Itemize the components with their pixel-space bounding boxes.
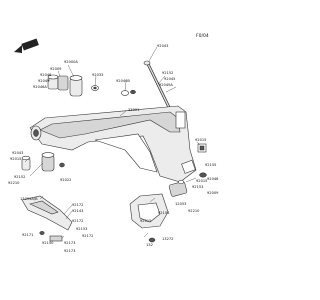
part-label: 92022	[60, 178, 71, 182]
part-label: 92153	[192, 185, 203, 189]
part-label: 92033	[92, 73, 103, 77]
chain-guide	[129, 193, 169, 243]
part-label: 92150	[42, 241, 54, 245]
part-label: 13272	[162, 237, 173, 241]
part-label: 92172	[72, 203, 83, 207]
part-label: 92153	[76, 227, 87, 231]
part-label: 92015	[196, 179, 207, 183]
part-label: 92009	[207, 191, 219, 195]
part-label: 92210	[188, 209, 200, 213]
leader-lines	[24, 46, 201, 239]
part-label: 92152	[162, 71, 173, 75]
part-label: 92152	[14, 175, 25, 179]
part-label: 92046	[207, 177, 219, 181]
part-label: 132	[146, 243, 153, 247]
part-label: 92049A	[159, 83, 173, 87]
part-label: 92155	[205, 163, 216, 167]
part-label: 92049	[38, 79, 50, 83]
part-label: 92172	[82, 234, 93, 238]
part-label: 92143	[72, 209, 83, 213]
part-label: 13099A/B	[20, 197, 38, 201]
part-label: 92173	[64, 249, 75, 253]
part-label: 92015	[10, 157, 21, 161]
part-label: 92015	[140, 219, 151, 223]
part-label: 92046B	[116, 79, 130, 83]
part-label: 92154	[158, 211, 170, 215]
part-label: 33001	[128, 108, 139, 112]
part-label: 92000A	[64, 60, 78, 64]
part-label: 12053	[175, 202, 186, 206]
part-label: 92015	[195, 138, 206, 142]
diagram-ref-code: F0/04	[196, 33, 209, 39]
chain-adjuster-group	[168, 143, 207, 197]
part-label: 92043	[157, 44, 168, 48]
part-label: 92043	[12, 151, 23, 155]
swing-arm	[29, 105, 197, 183]
chain-slider	[21, 195, 73, 242]
front-arrow-icon	[14, 38, 39, 53]
part-label: 92009	[50, 67, 62, 71]
part-label: 92046	[40, 73, 52, 77]
part-label: 92045	[164, 77, 175, 81]
part-label: 92046A	[33, 85, 47, 89]
exploded-parts-diagram: F0/04	[8, 33, 219, 253]
part-label: 92210	[8, 181, 20, 185]
part-number-labels: 92043 92000A 92152 92045 92049A 92009 92…	[8, 44, 219, 253]
part-label: 92173	[64, 241, 75, 245]
pivot-bushing-group	[21, 152, 65, 172]
part-label: 92172	[72, 219, 83, 223]
top-bushing-group	[47, 74, 136, 97]
part-label: 92171	[22, 233, 33, 237]
parts-diagram-page: F0/04	[8, 33, 220, 253]
